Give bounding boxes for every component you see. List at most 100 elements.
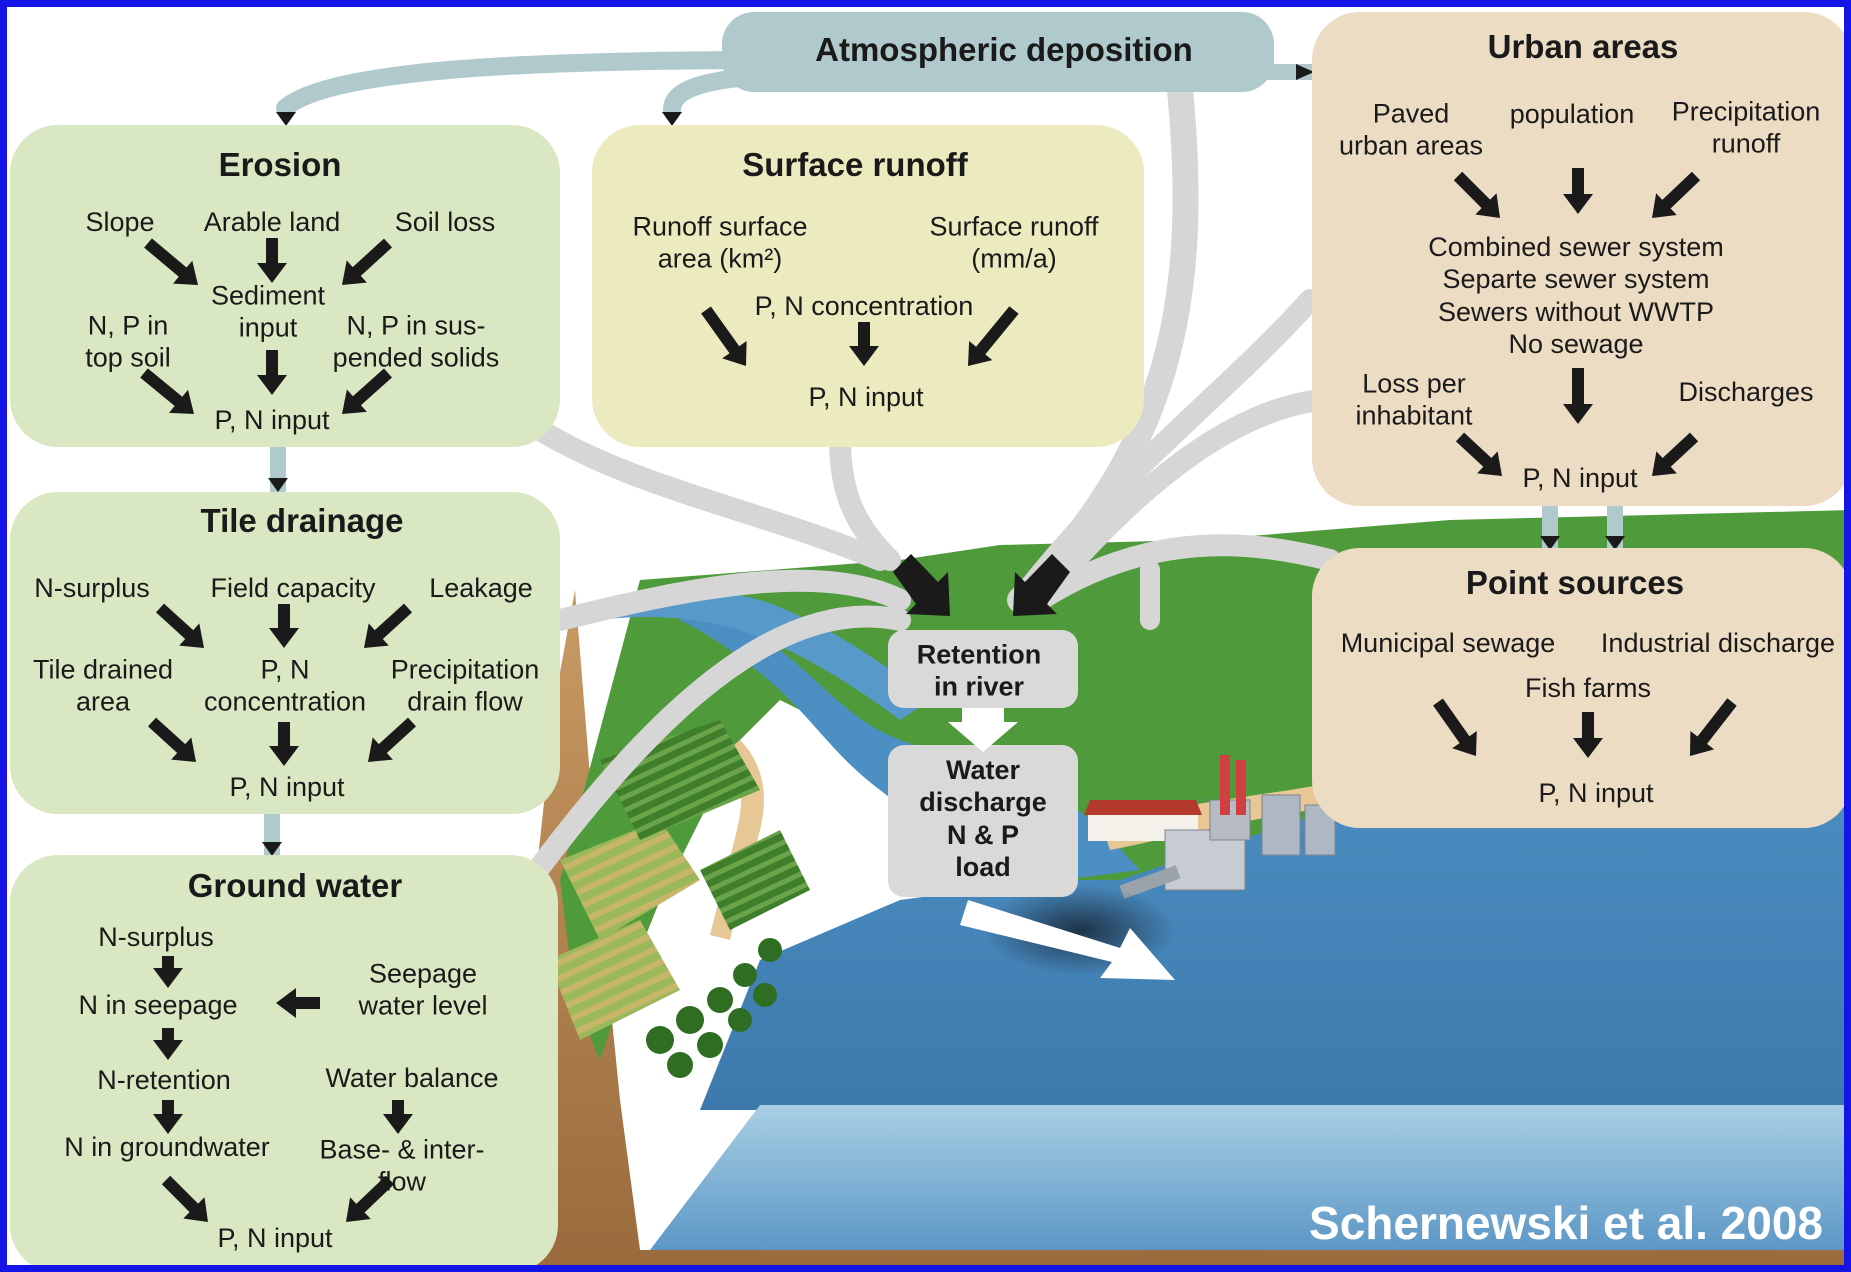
surface-runoff-mm: Surface runoff (mm/a) — [929, 211, 1099, 274]
flow-arrow — [1690, 698, 1737, 756]
surface-runoff-title: Surface runoff — [742, 146, 968, 184]
flow-arrow — [849, 322, 879, 366]
flow-arrow — [968, 306, 1019, 366]
flow-arrow — [153, 956, 183, 988]
erosion-title: Erosion — [218, 146, 342, 184]
erosion-slope: Slope — [85, 206, 155, 237]
runoff-surface-area: Runoff surface area (km²) — [632, 211, 808, 274]
gw-n-in-groundwater: N in groundwater — [64, 1131, 270, 1162]
erosion-arable-land: Arable land — [203, 206, 341, 237]
field-patch-4 — [700, 830, 810, 930]
retention-label: Retention in river — [916, 639, 1042, 702]
flow-arrow — [1573, 712, 1603, 758]
erosion-box — [10, 125, 560, 447]
flow-arrow — [364, 603, 412, 648]
point-fish-farms: Fish farms — [1524, 672, 1652, 703]
tile-field-capacity: Field capacity — [210, 572, 376, 603]
flow-arrow — [342, 238, 392, 285]
gw-water-balance: Water balance — [325, 1062, 499, 1093]
flow-arrow — [269, 604, 299, 648]
urban-pn-input: P, N input — [1522, 462, 1638, 493]
gw-n-surplus: N-surplus — [98, 921, 214, 952]
flow-paths — [519, 77, 1341, 891]
point-pn-input: P, N input — [1538, 777, 1654, 808]
urban-discharges: Discharges — [1678, 376, 1814, 407]
gw-n-in-seepage: N in seepage — [78, 989, 238, 1020]
point-industrial-discharge: Industrial discharge — [1600, 627, 1836, 658]
retention-input-arrows — [893, 554, 1070, 616]
flow-arrow — [153, 1100, 183, 1134]
tile-pn-input: P, N input — [229, 771, 345, 802]
flow-arrow — [257, 238, 287, 283]
source-credit: Schernewski et al. 2008 — [1309, 1197, 1823, 1249]
urban-population: population — [1509, 98, 1635, 129]
tile-precipitation-drain-flow: Precipitation drain flow — [390, 654, 540, 717]
tile-drainage-title: Tile drainage — [200, 502, 404, 540]
tile-leakage: Leakage — [429, 572, 533, 603]
flow-arrow — [144, 238, 198, 285]
atmospheric-deposition-title: Atmospheric deposition — [815, 31, 1193, 69]
flow-arrow — [346, 1175, 395, 1222]
flow-arrow — [269, 722, 299, 766]
sea-surface — [700, 760, 1851, 1110]
flow-arrow — [1563, 168, 1593, 214]
factory — [1119, 755, 1336, 899]
flow-arrow — [1652, 432, 1699, 476]
tile-drained-area: Tile drained area — [32, 654, 174, 717]
urban-areas-title: Urban areas — [1487, 28, 1679, 66]
flow-arrow — [1652, 171, 1701, 218]
erosion-soil-loss: Soil loss — [394, 206, 496, 237]
gw-n-retention: N-retention — [97, 1064, 231, 1095]
runoff-pn-input: P, N input — [808, 381, 924, 412]
urban-paved-areas: Paved urban areas — [1338, 98, 1484, 161]
connector-arrowheads — [262, 64, 1625, 856]
urban-loss-per-inhabitant: Loss per inhabitant — [1355, 368, 1473, 431]
erosion-np-suspended: N, P in sus- pended solids — [332, 310, 500, 373]
sea-front-face — [650, 1105, 1851, 1250]
flow-arrow — [383, 1100, 413, 1134]
flow-arrow — [701, 306, 747, 366]
surface-runoff-box — [592, 125, 1144, 447]
urban-box — [1312, 12, 1851, 506]
point-sources-title: Point sources — [1465, 564, 1685, 602]
field-patch-3 — [548, 920, 680, 1040]
flow-arrow — [1563, 368, 1593, 424]
tree-cluster — [646, 938, 782, 1078]
ground-water-box — [10, 855, 558, 1272]
arrow-layer — [140, 168, 1737, 1222]
gw-seepage-water-level: Seepage water level — [358, 958, 488, 1021]
tile-n-surplus: N-surplus — [34, 572, 150, 603]
atmospheric-box — [722, 12, 1274, 92]
flow-arrow — [257, 350, 287, 395]
urban-sewer-systems: Combined sewer system Separte sewer syst… — [1428, 232, 1724, 360]
flow-arrow — [1433, 698, 1477, 756]
flow-arrow — [276, 988, 320, 1018]
erosion-pn-input: P, N input — [214, 404, 330, 435]
flow-arrow — [148, 717, 196, 762]
erosion-sediment-input: Sediment input — [210, 280, 326, 343]
gw-base-interflow: Base- & inter- flow — [319, 1134, 485, 1197]
retention-box — [888, 630, 1078, 708]
flow-arrow — [1453, 171, 1500, 218]
ground-water-title: Ground water — [187, 867, 403, 905]
retention-to-discharge-arrow — [948, 708, 1018, 752]
field-patch-1 — [560, 820, 700, 940]
erosion-np-top-soil: N, P in top soil — [85, 310, 171, 373]
flow-arrow — [140, 368, 194, 414]
tile-pn-concentration: P, N concentration — [203, 654, 367, 717]
flow-arrow — [1455, 432, 1502, 476]
flow-arrow — [161, 1175, 208, 1222]
flow-arrow — [342, 368, 392, 414]
point-municipal-sewage: Municipal sewage — [1340, 627, 1556, 658]
urban-precipitation-runoff: Precipitation runoff — [1671, 96, 1821, 159]
discharge-label: Water discharge N & P load — [919, 755, 1047, 883]
flow-arrow — [153, 1028, 183, 1060]
tile-drainage-box — [10, 492, 560, 814]
point-sources-box — [1312, 548, 1851, 828]
flow-arrow — [156, 603, 204, 648]
gw-pn-input: P, N input — [217, 1222, 333, 1253]
runoff-pn-concentration: P, N concentration — [754, 290, 974, 321]
discharge-box — [888, 745, 1078, 897]
